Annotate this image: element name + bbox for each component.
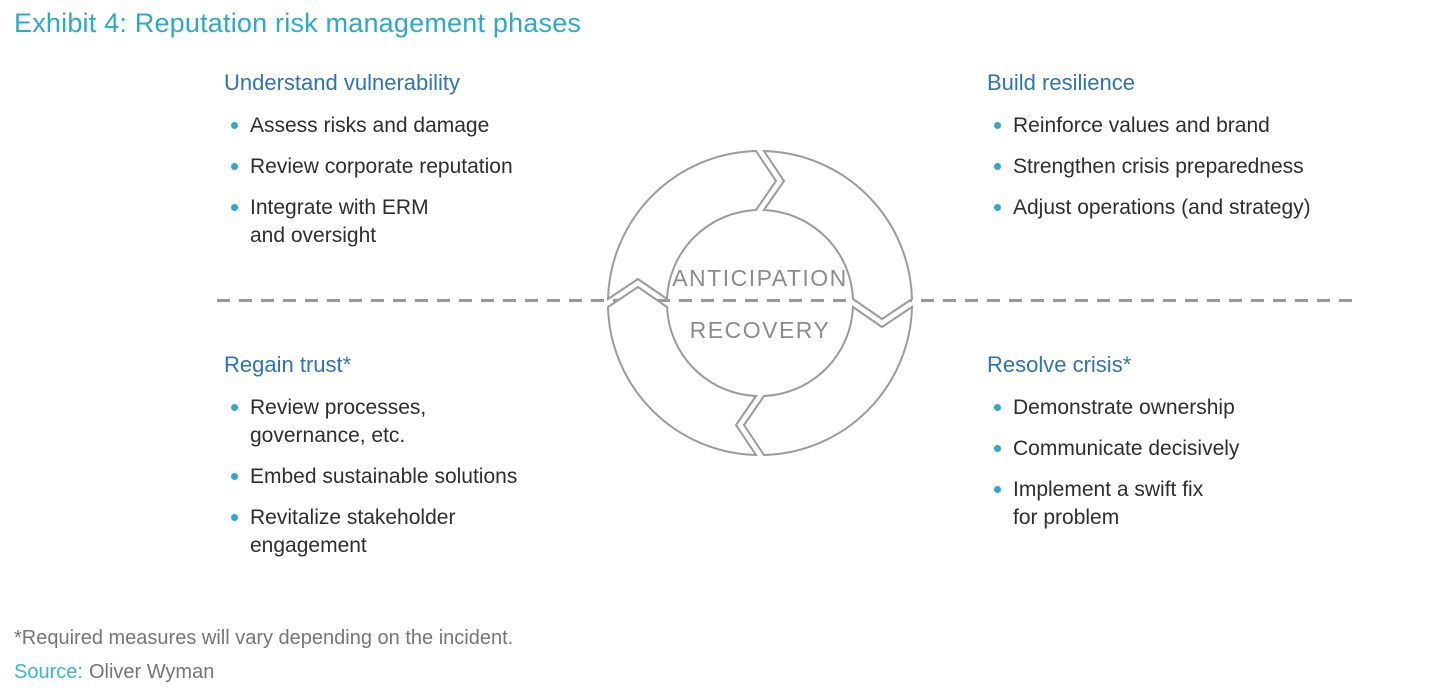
bullet-icon xyxy=(994,163,1001,170)
bullet-icon xyxy=(994,404,1001,411)
list-item-text: Integrate with ERM and oversight xyxy=(250,196,429,247)
cycle-ring-segment xyxy=(607,286,757,456)
bullet-icon xyxy=(231,404,238,411)
footnote: *Required measures will vary depending o… xyxy=(14,627,514,649)
bullet-icon xyxy=(994,204,1001,211)
page-title: Exhibit 4: Reputation risk management ph… xyxy=(14,8,582,38)
list-item-text: Review corporate reputation xyxy=(250,155,513,178)
bullet-icon xyxy=(231,514,238,521)
list-item: Review corporate reputation xyxy=(224,153,604,181)
bullet-icon xyxy=(231,163,238,170)
cycle-label-anticipation: ANTICIPATION xyxy=(672,265,848,291)
list-item-text: Adjust operations (and strategy) xyxy=(1013,196,1311,219)
bullet-icon xyxy=(994,486,1001,493)
quadrant-heading: Build resilience xyxy=(987,70,1135,95)
list-item-text: Strengthen crisis preparedness xyxy=(1013,155,1304,178)
list-item-text: Assess risks and damage xyxy=(250,114,490,137)
bullet-icon xyxy=(994,445,1001,452)
list-item: Implement a swift fix for problem xyxy=(987,476,1399,532)
cycle-ring-icon xyxy=(607,150,913,456)
quadrant-regain-trust: Regain trust* Review processes, governan… xyxy=(224,352,604,573)
list-item: Demonstrate ownership xyxy=(987,394,1399,422)
source-label: Source: xyxy=(14,661,83,683)
quadrant-build-resilience: Build resilience Reinforce values and br… xyxy=(987,70,1399,235)
quadrant-heading: Resolve crisis* xyxy=(987,352,1132,377)
list-item: Assess risks and damage xyxy=(224,112,604,140)
quadrant-heading: Regain trust* xyxy=(224,352,352,377)
cycle-ring-segment xyxy=(763,150,913,320)
bullet-list: Demonstrate ownership Communicate decisi… xyxy=(987,394,1399,532)
list-item-text: Implement a swift fix for problem xyxy=(1013,478,1204,529)
list-item: Embed sustainable solutions xyxy=(224,463,604,491)
list-item-text: Communicate decisively xyxy=(1013,437,1240,460)
bullet-icon xyxy=(231,473,238,480)
bullet-list: Reinforce values and brand Strengthen cr… xyxy=(987,112,1399,222)
bullet-icon xyxy=(994,122,1001,129)
quadrant-resolve-crisis: Resolve crisis* Demonstrate ownership Co… xyxy=(987,352,1399,545)
list-item-text: Embed sustainable solutions xyxy=(250,465,518,488)
quadrant-understand-vulnerability: Understand vulnerability Assess risks an… xyxy=(224,70,604,263)
list-item: Communicate decisively xyxy=(987,435,1399,463)
list-item-text: Revitalize stakeholder engagement xyxy=(250,506,456,557)
list-item-text: Reinforce values and brand xyxy=(1013,114,1270,137)
list-item: Review processes, governance, etc. xyxy=(224,394,604,450)
list-item: Revitalize stakeholder engagement xyxy=(224,504,604,560)
list-item: Adjust operations (and strategy) xyxy=(987,194,1399,222)
cycle-diagram: ANTICIPATION RECOVERY xyxy=(585,128,935,478)
source-value: Oliver Wyman xyxy=(88,661,215,683)
bullet-icon xyxy=(231,204,238,211)
bullet-list: Assess risks and damage Review corporate… xyxy=(224,112,604,250)
source-line: Source:Oliver Wyman xyxy=(14,661,214,684)
anticipation-recovery-divider xyxy=(217,299,1357,302)
bullet-list: Review processes, governance, etc. Embed… xyxy=(224,394,604,560)
quadrant-heading: Understand vulnerability xyxy=(224,70,461,95)
list-item-text: Demonstrate ownership xyxy=(1013,396,1235,419)
bullet-icon xyxy=(231,122,238,129)
list-item: Reinforce values and brand xyxy=(987,112,1399,140)
list-item: Integrate with ERM and oversight xyxy=(224,194,604,250)
cycle-label-recovery: RECOVERY xyxy=(689,317,831,343)
list-item-text: Review processes, governance, etc. xyxy=(250,396,427,447)
list-item: Strengthen crisis preparedness xyxy=(987,153,1399,181)
